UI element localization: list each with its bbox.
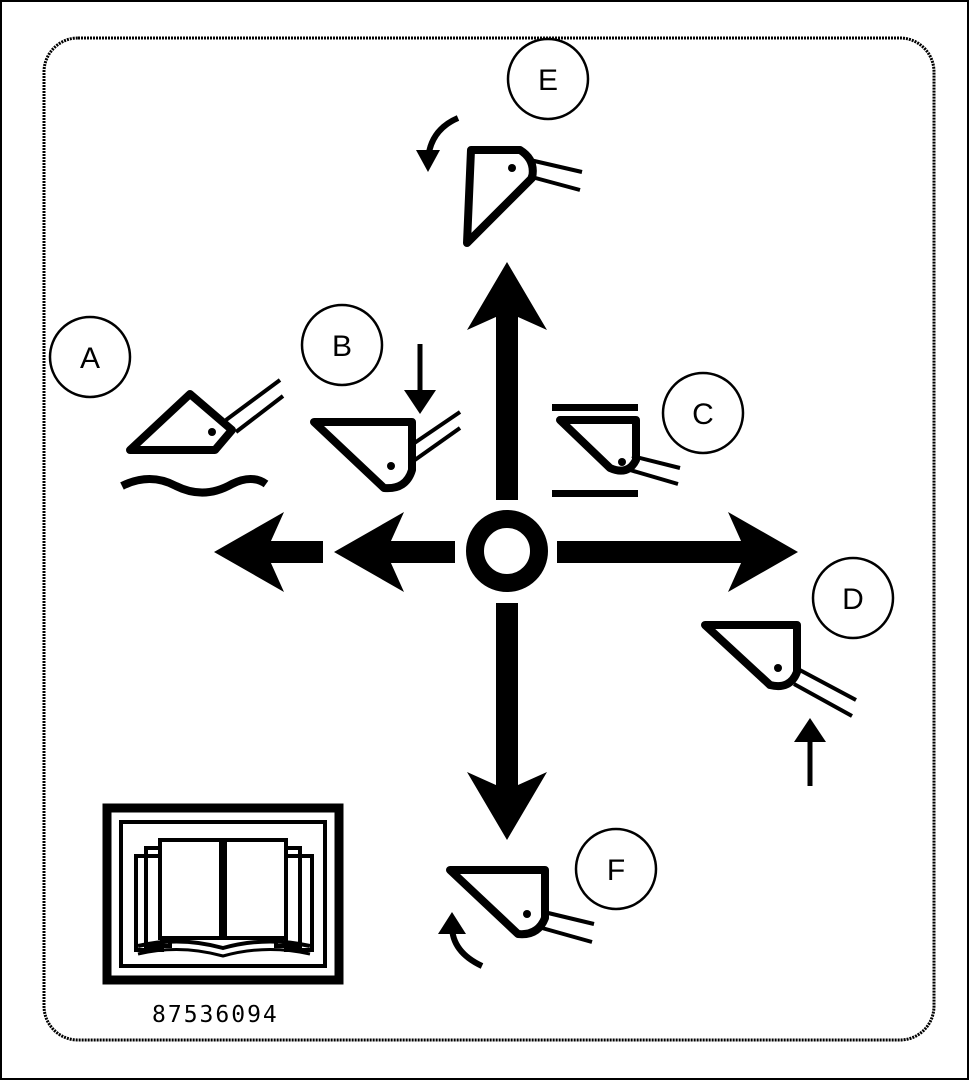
svg-text:F: F xyxy=(607,854,625,887)
arrow-down xyxy=(467,603,547,840)
bucket-float-icon xyxy=(120,378,285,497)
label-a: A xyxy=(48,315,132,399)
part-number: 87536094 xyxy=(152,1002,279,1028)
arrow-right xyxy=(557,512,798,592)
label-c: C xyxy=(661,371,745,455)
curved-arrow-icon xyxy=(438,912,484,969)
bucket-lower-icon xyxy=(310,344,462,493)
bucket-curl-icon xyxy=(438,866,595,969)
svg-text:C: C xyxy=(692,398,714,431)
label-f: F xyxy=(574,827,658,911)
label-b: B xyxy=(300,303,384,387)
svg-text:B: B xyxy=(332,330,352,363)
decal-border xyxy=(42,36,936,1042)
joystick-pattern xyxy=(214,262,798,840)
arrow-left-outer xyxy=(214,512,323,592)
ground-wave xyxy=(120,475,269,497)
label-d: D xyxy=(811,556,895,640)
bucket-raise-icon xyxy=(701,621,857,786)
label-e: E xyxy=(506,37,590,121)
svg-text:E: E xyxy=(538,64,558,97)
center-ring xyxy=(466,510,548,592)
up-small-arrow-icon xyxy=(794,718,826,786)
bucket-rollback-icon xyxy=(552,404,681,497)
open-book-icon xyxy=(102,803,344,985)
arrow-up xyxy=(467,262,547,500)
curved-arrow-icon xyxy=(416,115,460,172)
arrow-left-inner xyxy=(334,512,455,592)
bucket-dump-icon xyxy=(416,115,583,247)
down-small-arrow-icon xyxy=(404,344,436,414)
svg-text:A: A xyxy=(80,342,100,375)
svg-text:D: D xyxy=(842,583,864,616)
